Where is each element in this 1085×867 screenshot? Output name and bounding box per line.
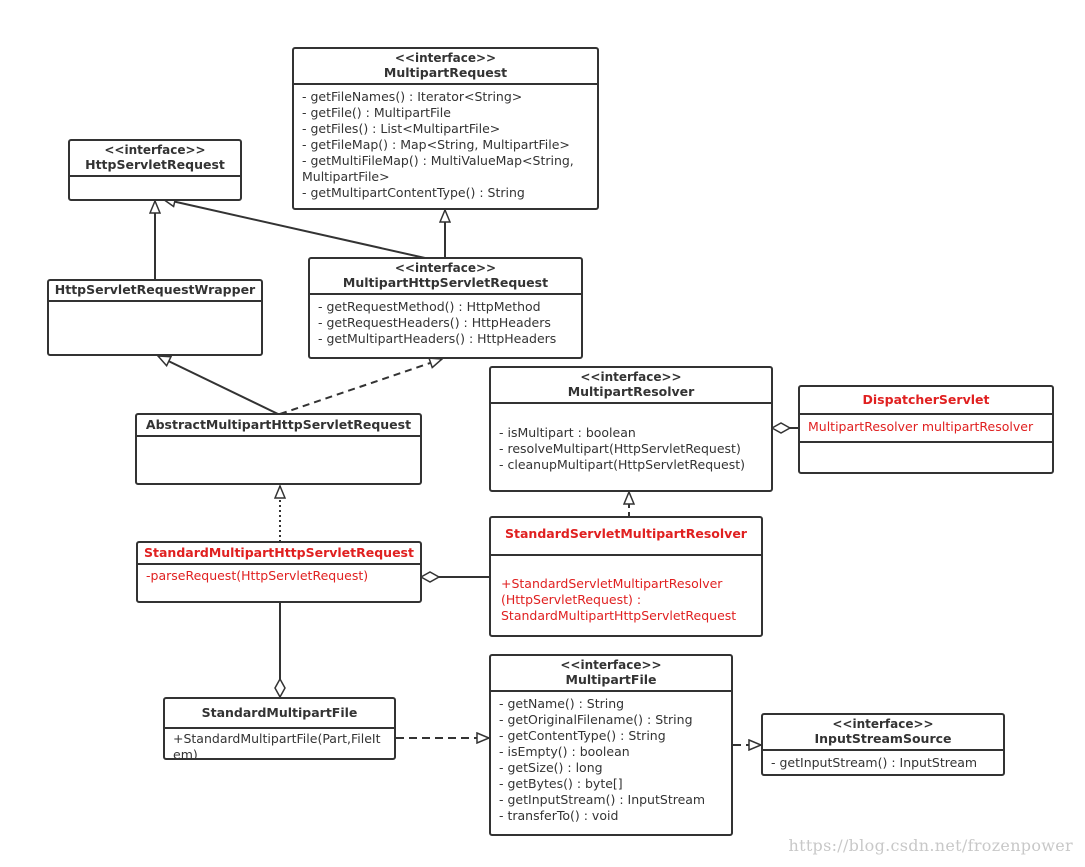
method: MultipartFile> (302, 169, 390, 184)
method: - getContentType() : String (499, 728, 666, 743)
class-standard-servlet-multipart-resolver: StandardServletMultipartResolver +Standa… (489, 516, 763, 637)
method: - getBytes() : byte[] (499, 776, 623, 791)
class-name: InputStreamSource (814, 731, 952, 746)
class-header: DispatcherServlet (800, 387, 1052, 415)
class-header: <<interface>> InputStreamSource (763, 715, 1003, 751)
method-list: - getInputStream() : InputStream (763, 751, 1003, 771)
class-header: StandardServletMultipartResolver (491, 518, 761, 556)
class-multipart-file: <<interface>> MultipartFile - getName() … (489, 654, 733, 836)
method-list: - isMultipart : boolean - resolveMultipa… (491, 404, 771, 473)
class-input-stream-source: <<interface>> InputStreamSource - getInp… (761, 713, 1005, 776)
class-abstract-multipart-http-servlet-request: AbstractMultipartHttpServletRequest (135, 413, 422, 485)
class-name: MultipartHttpServletRequest (342, 275, 549, 290)
method: - cleanupMultipart(HttpServletRequest) (499, 457, 746, 472)
class-header: <<interface>> MultipartRequest (294, 49, 597, 85)
class-name: AbstractMultipartHttpServletRequest (145, 417, 412, 432)
class-header: HttpServletRequestWrapper (49, 281, 261, 302)
class-name: StandardMultipartFile (201, 705, 358, 720)
class-standard-multipart-file: StandardMultipartFile +StandardMultipart… (163, 697, 396, 760)
stereotype-label: <<interface>> (832, 717, 934, 731)
method-list: - getFileNames() : Iterator<String> - ge… (294, 85, 597, 201)
stereotype-label: <<interface>> (104, 143, 206, 157)
method: -parseRequest(HttpServletRequest) (146, 568, 369, 583)
method: - getInputStream() : InputStream (771, 755, 978, 770)
method: StandardMultipartHttpServletRequest (501, 608, 737, 623)
class-name: StandardServletMultipartResolver (505, 526, 747, 541)
method: - getMultiFileMap() : MultiValueMap<Stri… (302, 153, 574, 168)
class-name: MultipartRequest (383, 65, 508, 80)
method: - getFileMap() : Map<String, MultipartFi… (302, 137, 570, 152)
class-header: <<interface>> MultipartResolver (491, 368, 771, 404)
watermark-url: https://blog.csdn.net/frozenpower (788, 836, 1073, 855)
class-header: <<interface>> MultipartFile (491, 656, 731, 692)
class-name: DispatcherServlet (862, 392, 990, 407)
class-name: HttpServletRequestWrapper (54, 282, 256, 297)
stereotype-label: <<interface>> (394, 261, 497, 275)
stereotype-label: <<interface>> (560, 658, 662, 672)
class-header: <<interface>> HttpServletRequest (70, 141, 240, 177)
method: - getMultipartHeaders() : HttpHeaders (318, 331, 557, 346)
method: - getRequestMethod() : HttpMethod (318, 299, 541, 314)
class-name: MultipartResolver (567, 384, 695, 399)
method: (HttpServletRequest) : (501, 592, 642, 607)
class-dispatcher-servlet: DispatcherServlet MultipartResolver mult… (798, 385, 1054, 474)
method: - getSize() : long (499, 760, 603, 775)
method-list: - getRequestMethod() : HttpMethod - getR… (310, 295, 581, 347)
method: - getOriginalFilename() : String (499, 712, 693, 727)
class-name: HttpServletRequest (85, 157, 225, 172)
method: +StandardServletMultipartResolver (501, 576, 723, 591)
method: - getInputStream() : InputStream (499, 792, 706, 807)
class-header: StandardMultipartFile (165, 699, 394, 729)
method: - isMultipart : boolean (499, 425, 636, 440)
class-multipart-request: <<interface>> MultipartRequest - getFile… (292, 47, 599, 210)
method: - transferTo() : void (499, 808, 619, 823)
class-header: AbstractMultipartHttpServletRequest (137, 415, 420, 437)
class-http-servlet-request: <<interface>> HttpServletRequest (68, 139, 242, 201)
stereotype-label: <<interface>> (394, 51, 497, 65)
edge-abstract-extends-wrapper (158, 355, 279, 415)
method: - getFile() : MultipartFile (302, 105, 451, 120)
class-standard-multipart-http-servlet-request: StandardMultipartHttpServletRequest -par… (136, 541, 422, 603)
method: +StandardMultipartFile(Part,FileIt (173, 731, 381, 746)
stereotype-label: <<interface>> (580, 370, 682, 384)
method: - getFiles() : List<MultipartFile> (302, 121, 501, 136)
method-list: +StandardMultipartFile(Part,FileIt em) (165, 729, 394, 760)
class-http-servlet-request-wrapper: HttpServletRequestWrapper (47, 279, 263, 356)
class-name: StandardMultipartHttpServletRequest (144, 545, 414, 560)
edge-abstract-implements-multiparthttp (279, 359, 442, 415)
method: - isEmpty() : boolean (499, 744, 630, 759)
method-list: -parseRequest(HttpServletRequest) (138, 565, 420, 584)
class-multipart-http-servlet-request: <<interface>> MultipartHttpServletReques… (308, 257, 583, 359)
field: MultipartResolver multipartResolver (808, 419, 1034, 434)
method: - getName() : String (499, 696, 625, 711)
class-header: StandardMultipartHttpServletRequest (138, 543, 420, 565)
class-multipart-resolver: <<interface>> MultipartResolver - isMult… (489, 366, 773, 492)
edge-multiparthttp-extends-httpservletrequest (163, 199, 426, 259)
method-list: +StandardServletMultipartResolver (HttpS… (491, 556, 761, 624)
method: - getFileNames() : Iterator<String> (302, 89, 523, 104)
field-list: MultipartResolver multipartResolver (800, 415, 1052, 443)
method: em) (173, 747, 198, 760)
method: - getRequestHeaders() : HttpHeaders (318, 315, 551, 330)
class-name: MultipartFile (565, 672, 657, 687)
class-header: <<interface>> MultipartHttpServletReques… (310, 259, 581, 295)
method: - resolveMultipart(HttpServletRequest) (499, 441, 741, 456)
method: - getMultipartContentType() : String (302, 185, 525, 200)
method-list: - getName() : String - getOriginalFilena… (491, 692, 731, 824)
